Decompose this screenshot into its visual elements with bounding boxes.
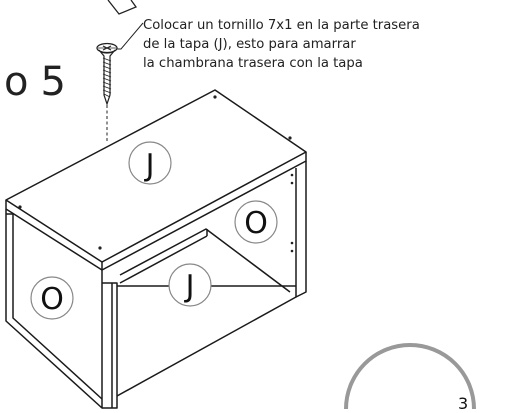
cabinet-drawing xyxy=(5,89,307,409)
step-title-label: o xyxy=(4,59,29,105)
part-label-left-side-text: O xyxy=(40,282,64,317)
instruction-line-3: la chambrana trasera con la tapa xyxy=(143,56,363,71)
part-label-top: J xyxy=(128,141,172,185)
left-side-panel xyxy=(5,209,103,409)
back-rail xyxy=(119,228,291,293)
instruction-line-1: Colocar un tornillo 7x1 en la parte tras… xyxy=(143,18,420,33)
instruction-line-2: de la tapa (J), esto para amarrar xyxy=(143,37,356,52)
part-label-bottom-text: J xyxy=(184,269,195,304)
part-label-right-side: O xyxy=(234,200,278,244)
part-label-right-side-text: O xyxy=(244,206,268,241)
page-number-text: 3 xyxy=(458,394,468,409)
part-label-left-side: O xyxy=(30,276,74,320)
assembly-instruction: Colocar un tornillo 7x1 en la parte tras… xyxy=(143,16,420,73)
right-side-panel xyxy=(295,161,307,298)
screw-icon xyxy=(96,42,118,106)
page-number-badge: 3 xyxy=(344,343,476,413)
bottom-panel xyxy=(102,282,118,409)
step-number: 5 xyxy=(40,59,66,105)
part-label-top-text: J xyxy=(144,148,155,183)
screw-holes xyxy=(18,95,294,253)
part-label-bottom: J xyxy=(168,263,212,307)
part-fragment-outline xyxy=(107,0,138,15)
